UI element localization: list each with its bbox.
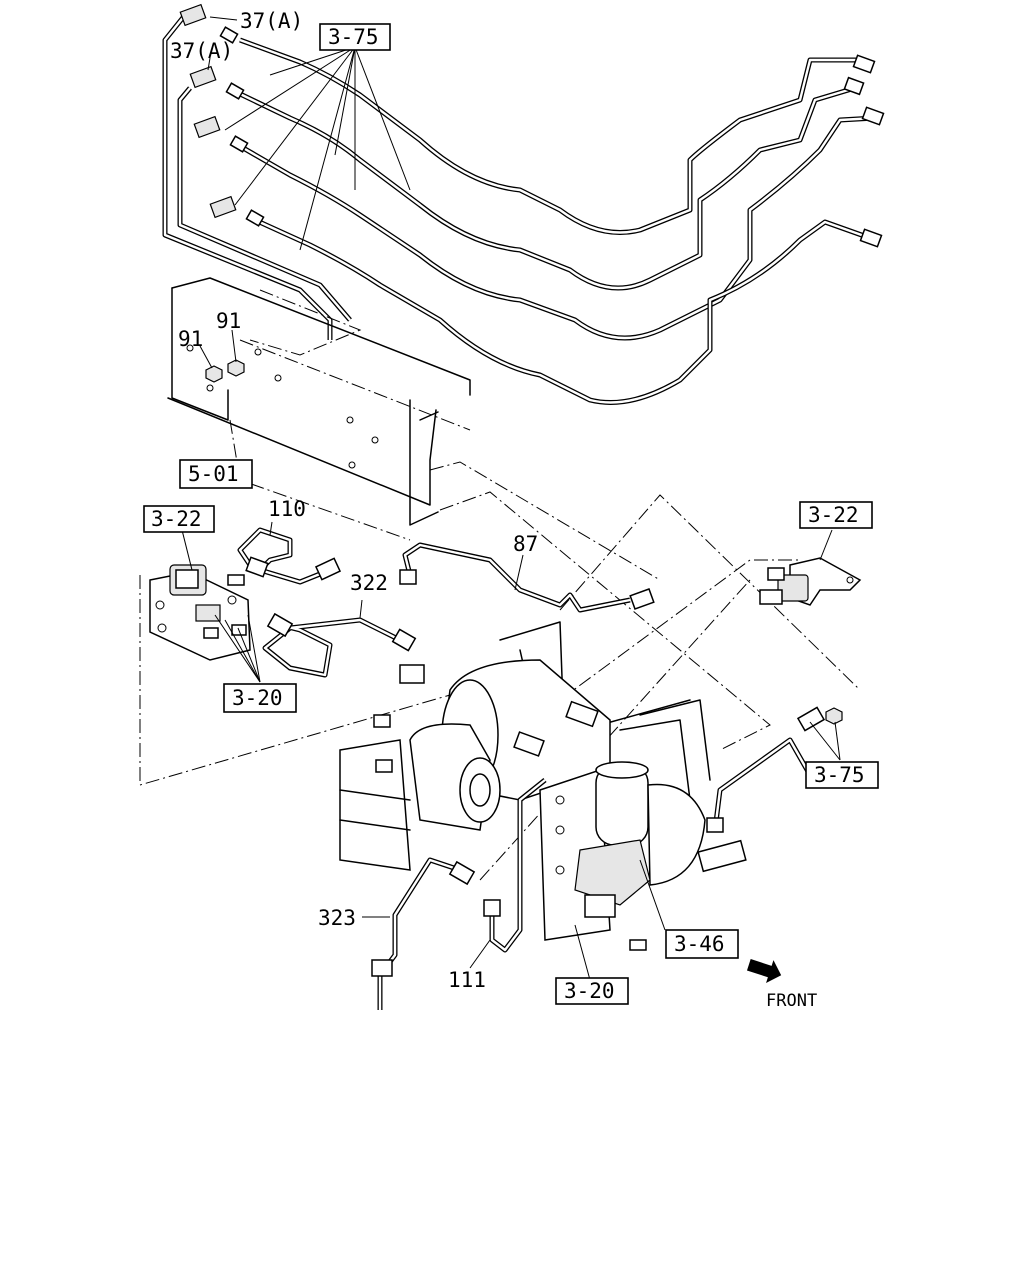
ref-91-a: 91 [216, 309, 241, 333]
label-box [805, 761, 879, 789]
pipe-87 [399, 542, 655, 613]
relay-valve-right [759, 557, 862, 606]
label-box [143, 505, 215, 533]
ref-37a-1: 37(A) [240, 9, 303, 33]
ref-91-b: 91 [178, 327, 203, 351]
label-box [319, 23, 391, 51]
pipe-end-fitting [219, 26, 885, 248]
tee-fitting-icon [179, 3, 237, 219]
ref-323: 323 [318, 906, 356, 930]
ref-111: 111 [448, 968, 486, 992]
ref-5-01: 5-01 [188, 462, 239, 486]
pipe-323 [371, 857, 476, 1010]
ref-110: 110 [268, 497, 306, 521]
ref-3-22-right: 3-22 [808, 503, 859, 527]
label-box [555, 977, 629, 1005]
label-box [223, 683, 297, 713]
pipe-3-75-right [697, 706, 843, 873]
front-label: FRONT [766, 991, 817, 1011]
leader-lines [181, 16, 841, 981]
nut-icon [205, 359, 245, 383]
reference-labels: 3-75 37(A) 37(A) 91 91 5-01 3-22 110 322… [143, 9, 879, 1011]
label-box [179, 459, 253, 489]
brake-pipe-bundle [162, 3, 885, 405]
ref-3-20-left: 3-20 [232, 686, 283, 710]
label-box [799, 501, 873, 529]
pipe-322 [262, 612, 417, 678]
ref-87: 87 [513, 532, 538, 556]
ref-3-22-left: 3-22 [151, 507, 202, 531]
ref-322: 322 [350, 571, 388, 595]
ref-37a-2: 37(A) [170, 39, 233, 63]
air-dryer-assembly [339, 621, 711, 951]
cross-member [167, 277, 471, 526]
ref-3-75-top: 3-75 [328, 25, 379, 49]
relay-valve-left [149, 564, 251, 661]
ref-3-20-bottom: 3-20 [564, 979, 615, 1003]
ref-3-75-right: 3-75 [814, 763, 865, 787]
pipe-111 [483, 778, 547, 953]
ref-3-46: 3-46 [674, 932, 725, 956]
front-arrow-icon [746, 959, 782, 983]
pipe-110 [237, 527, 342, 585]
label-box [665, 929, 739, 959]
